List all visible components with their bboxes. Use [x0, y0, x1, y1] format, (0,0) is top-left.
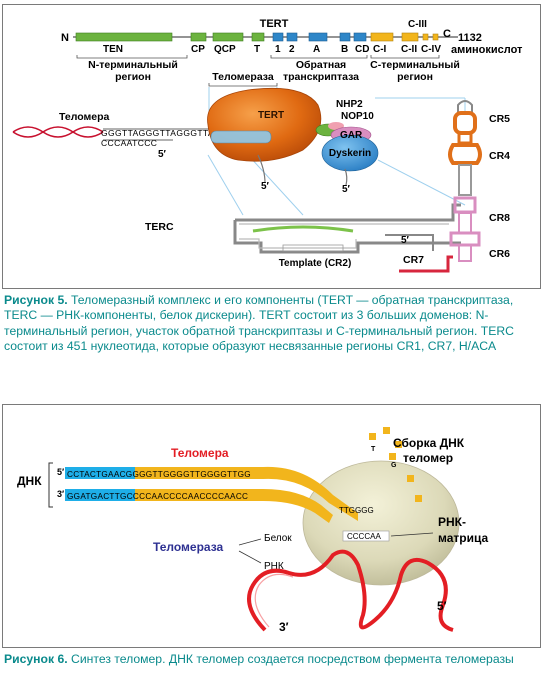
region-c-line1: C-терминальный: [370, 59, 460, 71]
rna-ribbon: [247, 549, 454, 632]
nop10-label: NOP10: [341, 111, 374, 122]
figure-5-panel: TERT N C C-III 1132 аминокислот TEN CP Q…: [2, 4, 541, 289]
tert-blob-label: TERT: [258, 110, 284, 121]
figure-6-caption-text: Синтез теломер. ДНК теломер создается по…: [71, 652, 514, 666]
dna-top-strand: GGGTTAGGGTTAGGGTTAGGG: [101, 128, 235, 138]
figure-5-caption-text: Теломеразный комплекс и его компоненты (…: [4, 293, 514, 354]
domain-qcp: QCP: [214, 44, 236, 55]
three-prime-label: 3′: [279, 620, 289, 634]
domain-c-iv: C-IV: [421, 44, 441, 55]
template-label-line2: матрица: [438, 531, 489, 545]
new-strand-seq: TTGGGG: [339, 506, 374, 515]
five-prime-tert: 5′: [261, 181, 270, 192]
domain-c-i: C-I: [373, 44, 387, 55]
five-prime-dyskerin: 5′: [342, 184, 351, 195]
dyskerin-shape: [321, 134, 379, 172]
domain-b: B: [341, 44, 348, 55]
domain-cp: CP: [191, 44, 205, 55]
telomere-label: Теломера: [171, 446, 229, 460]
domain-2: 2: [289, 44, 295, 55]
domain-1: 1: [275, 44, 281, 55]
bottom-dna-sequence: GGATGACTTGCCCCAACCCCAACCCCAACC: [67, 492, 248, 501]
figure-6-caption: Рисунок 6. Синтез теломер. ДНК теломер с…: [4, 652, 539, 667]
tert-protein-shape: [207, 87, 322, 162]
region-n-line2: регион: [115, 71, 151, 83]
telomerase-enzyme-body: [302, 460, 460, 586]
telomere-label: Теломера: [59, 111, 110, 123]
figure-5-caption-label: Рисунок 5.: [4, 293, 68, 307]
dyskerin-label: Dyskerin: [329, 148, 371, 159]
cr6-label: CR6: [489, 248, 510, 260]
dna-label: ДНК: [17, 474, 42, 488]
five-prime-label: 5′: [437, 599, 447, 613]
domain-cd: CD: [355, 44, 369, 55]
template-seq: CCCCAA: [347, 532, 381, 541]
region-rt-line1: Обратная: [296, 59, 346, 71]
n-terminus-label: N: [61, 32, 69, 44]
figure-5-caption: Рисунок 5. Теломеразный комплекс и его к…: [4, 293, 539, 355]
terc-label: TERC: [145, 221, 174, 233]
domain-bar: [75, 32, 439, 42]
c-terminus-label: C: [443, 28, 451, 40]
figure-5-diagram: TERT N C C-III 1132 аминокислот TEN CP Q…: [12, 18, 523, 273]
domain-ten: TEN: [103, 44, 123, 55]
telomerase-label: Теломераза: [153, 540, 224, 554]
figure-6-caption-label: Рисунок 6.: [4, 652, 68, 666]
telomerase-label: Теломераза: [212, 71, 274, 83]
domain-c-ii: C-II: [401, 44, 417, 55]
nhp2-label: NHP2: [336, 99, 363, 110]
terc-rna-outline: [233, 203, 461, 254]
tert-title: TERT: [260, 18, 289, 30]
five-prime-terc: 5′: [401, 235, 410, 246]
domain-a: A: [313, 44, 320, 55]
dna-bottom-strand: CCCAATCCC: [101, 138, 157, 148]
length-unit-label: аминокислот: [451, 44, 523, 56]
cr-hairpin: [448, 100, 482, 262]
region-c-line2: регион: [397, 71, 433, 83]
top-dna-sequence: CCTACTGAACGGGGTTGGGGTTGGGGTTGG: [67, 470, 251, 479]
protein-label: Белок: [264, 533, 292, 544]
cr8-label: CR8: [489, 212, 510, 224]
nucleotide-t: T: [371, 446, 376, 453]
assembly-line2: теломер: [403, 451, 453, 465]
figure-6-diagram: ДНК 5′ 3′ Теломера CCTACTGAACGGGGTTGGGGT…: [17, 427, 489, 634]
strand-5-prime: 5′: [57, 467, 64, 477]
assembly-line1: Сборка ДНК: [393, 436, 465, 450]
strand-3-prime: 3′: [57, 489, 64, 499]
gar-label: GAR: [340, 130, 363, 141]
five-prime-dna: 5′: [158, 149, 167, 160]
region-n-line1: N-терминальный: [88, 59, 178, 71]
template-label-line1: РНК-: [438, 515, 466, 529]
figure-6-panel: ДНК 5′ 3′ Теломера CCTACTGAACGGGGTTGGGGT…: [2, 404, 541, 648]
cr4-label: CR4: [489, 150, 510, 162]
region-rt-line2: транскриптаза: [283, 71, 359, 83]
cr5-label: CR5: [489, 113, 510, 125]
nucleotide-g: G: [391, 462, 397, 469]
domain-t: T: [254, 44, 260, 55]
length-label: 1132: [458, 32, 482, 44]
c-iii-label: C-III: [408, 19, 427, 30]
template-label: Template (CR2): [279, 258, 352, 269]
cr7-label: CR7: [403, 254, 424, 266]
rna-label: РНК: [264, 561, 284, 572]
